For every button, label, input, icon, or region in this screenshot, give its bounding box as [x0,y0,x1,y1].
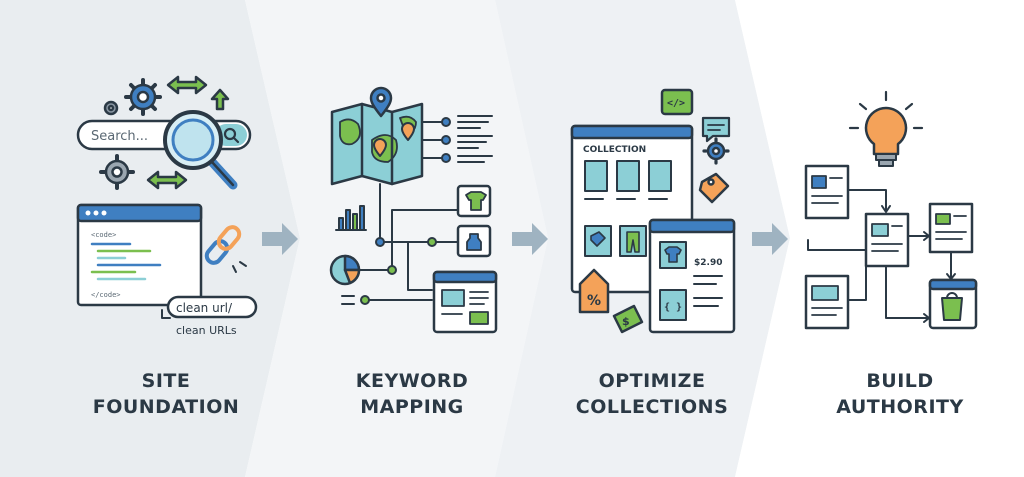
step-label-line: COLLECTIONS [575,396,729,418]
bar-chart-icon [335,205,367,231]
code-badge-icon [660,88,694,116]
clean-urls-text: clean URLs [176,324,237,337]
code-close-tag: </code> [91,291,121,299]
step-label-build-authority: BUILD AUTHORITY [790,368,1010,420]
product-detail-window [648,218,736,334]
step-label-line: FOUNDATION [92,396,240,418]
step-label-line: MAPPING [360,396,464,418]
code-badge-text: </> [667,98,685,109]
step-label-line: OPTIMIZE [598,370,706,392]
clean-url-text: clean url/ [176,301,233,315]
price-tag-icon [698,172,730,204]
build-authority-illustration [804,90,978,330]
keyword-mapping-illustration [329,86,498,334]
step-label-site-foundation: SITE FOUNDATION [56,368,276,420]
tank-top-icon [466,233,482,251]
tshirt-icon [465,191,487,211]
document-icon [928,202,974,254]
braces-text: { } [664,302,682,313]
site-foundation-illustration [76,75,258,319]
flow-arrow-icon [262,223,788,255]
pants-icon [626,231,640,253]
clean-url-pill [166,295,258,319]
code-open-tag: <code> [91,231,116,239]
gear-icon [124,78,162,116]
product-price: $2.90 [694,258,722,268]
keyword-list [421,115,493,163]
shopify-bag-icon [941,297,963,321]
store-window [928,278,978,330]
link-network [807,189,956,323]
map-pin-icon [369,86,415,157]
document-icon [864,212,910,268]
arrows-icon [146,75,208,190]
connector-lines [341,183,459,305]
gear-icon [99,154,135,190]
landing-page-window [432,270,498,334]
search-placeholder: Search... [91,129,148,144]
lightbulb-icon [848,90,924,167]
step-label-line: SITE [141,370,191,392]
step-label-optimize-collections: OPTIMIZE COLLECTIONS [542,368,762,420]
step-label-line: BUILD [866,370,934,392]
dollar-tag-text: $ [622,315,630,328]
step-label-line: AUTHORITY [836,396,964,418]
document-icon [804,164,850,220]
document-icon [804,274,850,330]
optimize-collections-illustration [570,88,736,334]
price-tag-icon [590,231,606,247]
step-label-keyword-mapping: KEYWORD MAPPING [302,368,522,420]
step-label-line: KEYWORD [355,370,469,392]
gear-icon [103,100,119,116]
dollar-tag-icon [612,304,644,334]
percent-tag-text: % [587,293,601,309]
pie-chart-icon [329,254,361,286]
gear-icon [702,137,730,165]
tshirt-icon [664,246,682,263]
up-arrow-icon [210,88,230,111]
link-icon [204,225,247,273]
code-window [76,203,203,307]
search-icon [163,110,238,190]
percent-tag-icon [578,268,610,314]
collection-title: COLLECTION [583,145,646,155]
